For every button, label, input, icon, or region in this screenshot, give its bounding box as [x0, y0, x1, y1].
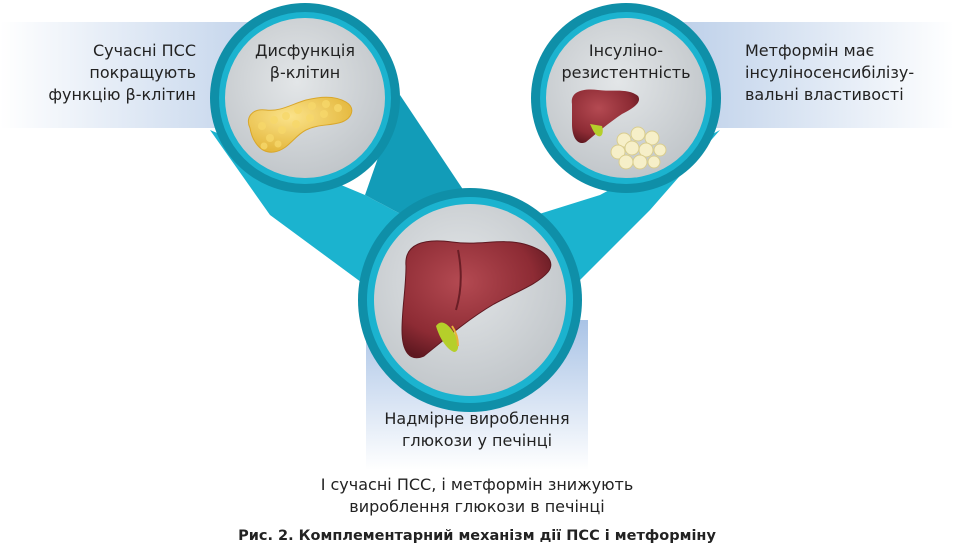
center-circle-label-line1: Надмірне вироблення: [384, 409, 570, 428]
right-note-line2: інсуліносенсибілізу-: [745, 63, 915, 82]
left-circle-label-line1: Дисфункція: [255, 41, 355, 60]
right-circle-label: Інсуліно- резистентність: [556, 40, 696, 84]
left-circle-label: Дисфункція β-клітин: [235, 40, 375, 84]
center-circle-label-line2: глюкози у печінці: [401, 431, 553, 450]
right-circle-label-line1: Інсуліно-: [588, 41, 664, 60]
left-note-line3: функцію β-клітин: [48, 85, 196, 104]
left-note-line2: покращують: [89, 63, 196, 82]
left-note: Сучасні ПСС покращують функцію β-клітин: [48, 40, 196, 106]
pancreas-icon: [247, 96, 353, 153]
summary-text: І сучасні ПСС, і метформін знижують виро…: [277, 474, 677, 518]
left-circle-label-line2: β-клітин: [269, 63, 341, 82]
figure-caption: Рис. 2. Комплементарний механізм дії ПСС…: [238, 528, 716, 544]
right-note-line1: Метформін має: [745, 41, 875, 60]
large-liver-icon: [401, 240, 552, 359]
right-note-line3: вальні властивості: [745, 85, 904, 104]
left-circle: [210, 3, 400, 193]
small-liver-icon: [571, 89, 640, 144]
fat-cells-icon: [610, 126, 667, 170]
summary-line2: вироблення глюкози в печінці: [349, 497, 605, 516]
summary-line1: І сучасні ПСС, і метформін знижують: [320, 475, 634, 494]
center-circle-label: Надмірне вироблення глюкози у печінці: [372, 408, 582, 452]
right-circle-label-line2: резистентність: [561, 63, 691, 82]
right-note: Метформін має інсуліносенсибілізу- вальн…: [745, 40, 914, 106]
left-note-line1: Сучасні ПСС: [92, 41, 196, 60]
